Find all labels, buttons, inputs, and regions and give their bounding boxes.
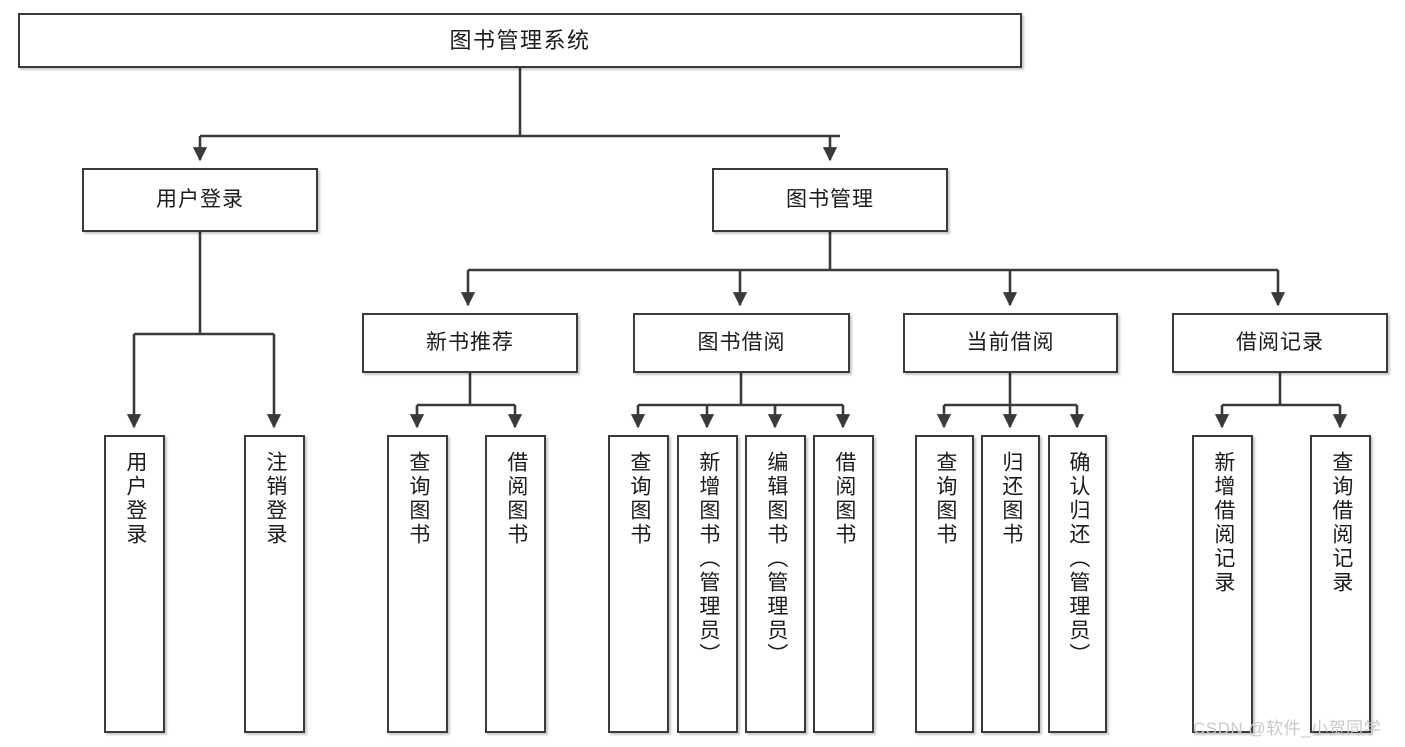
node-leaf[interactable]: 查询图书 [608,435,669,733]
node-leaf[interactable]: 查询借阅记录 [1310,435,1371,733]
csdn-watermark: CSDN @软件_小贺同学 [1193,719,1382,738]
node-label: 查询借阅记录 [1329,451,1353,595]
node-label: 借阅图书 [504,451,528,547]
node-level2[interactable]: 用户登录 [82,168,318,232]
node-label: 借阅记录 [1236,330,1324,354]
node-label: 新书推荐 [426,330,514,354]
node-label: 新增图书（管理员） [696,451,720,667]
node-label: 查询图书 [627,451,651,547]
node-label: 图书管理系统 [449,27,591,53]
node-leaf[interactable]: 注销登录 [244,435,305,733]
node-leaf[interactable]: 新增借阅记录 [1192,435,1253,733]
node-leaf[interactable]: 确认归还（管理员） [1048,435,1107,733]
node-level3[interactable]: 借阅记录 [1172,313,1388,373]
node-label: 用户登录 [123,451,147,547]
node-leaf[interactable]: 新增图书（管理员） [677,435,738,733]
node-label: 图书管理 [786,187,874,211]
node-label: 当前借阅 [966,330,1055,354]
node-label: 注销登录 [263,451,287,547]
node-level3[interactable]: 图书借阅 [633,313,850,373]
node-label: 查询图书 [406,451,430,547]
node-label: 借阅图书 [832,451,856,547]
node-level3[interactable]: 新书推荐 [362,313,578,373]
node-level2[interactable]: 图书管理 [712,168,948,232]
node-label: 编辑图书（管理员） [764,451,788,667]
node-leaf[interactable]: 编辑图书（管理员） [745,435,806,733]
node-label: 用户登录 [156,187,244,211]
node-label: 确认归还（管理员） [1066,451,1090,667]
node-leaf[interactable]: 用户登录 [104,435,165,733]
node-leaf[interactable]: 查询图书 [915,435,974,733]
node-root[interactable]: 图书管理系统 [18,13,1022,68]
node-label: 新增借阅记录 [1211,451,1235,595]
node-leaf[interactable]: 归还图书 [981,435,1040,733]
node-leaf[interactable]: 查询图书 [387,435,448,733]
node-leaf[interactable]: 借阅图书 [485,435,546,733]
node-label: 查询图书 [933,451,957,547]
node-label: 归还图书 [999,451,1023,547]
node-label: 图书借阅 [697,330,786,354]
node-leaf[interactable]: 借阅图书 [813,435,874,733]
node-level3[interactable]: 当前借阅 [903,313,1118,373]
